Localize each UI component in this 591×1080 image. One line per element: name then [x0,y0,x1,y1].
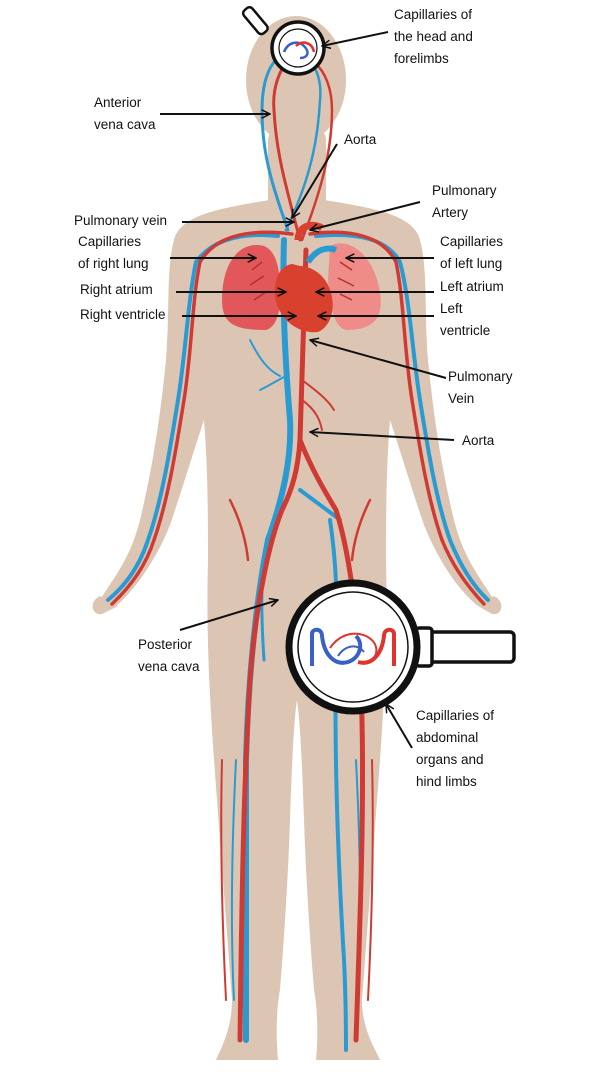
left-lung [328,243,381,330]
label-cap-right-lung: Capillaries of right lung [78,234,149,271]
label-anterior-vena-cava: Anterior vena cava [94,95,156,132]
artery-network [110,56,486,1043]
arrow-pulmonary-vein-lower [310,340,447,379]
arrow-cap-head [322,31,389,46]
label-pulmonary-vein-top: Pulmonary vein [74,213,168,228]
label-aorta-lower: Aorta [462,433,495,448]
label-posterior-vena-cava: Posterior vena cava [138,637,200,674]
label-cap-abdominal: Capillaries of abdominal organs and hind… [416,708,495,789]
leader-arrows [160,31,455,749]
label-pulmonary-artery: Pulmonary Artery [432,183,497,220]
label-right-atrium: Right atrium [80,282,153,297]
label-aorta-top: Aorta [344,132,377,147]
label-pulmonary-vein-lower: Pulmonary Vein [448,369,513,406]
magnifier-icon [285,579,516,715]
arrow-cap-abdominal [385,704,413,749]
arrow-posterior-vena-cava [179,600,278,631]
magnifier-icon [241,6,326,76]
label-cap-head: Capillaries of the head and forelimbs [394,7,473,66]
label-right-ventricle: Right ventricle [80,307,166,322]
label-left-ventricle: Left ventricle [440,301,491,338]
label-cap-left-lung: Capillaries of left lung [440,234,504,271]
right-lung [222,245,281,330]
arrow-aorta-lower [310,432,455,441]
arrow-pulmonary-artery [310,201,421,230]
label-left-atrium: Left atrium [440,279,504,294]
arrow-aorta-top [292,143,338,218]
lungs [222,243,381,330]
